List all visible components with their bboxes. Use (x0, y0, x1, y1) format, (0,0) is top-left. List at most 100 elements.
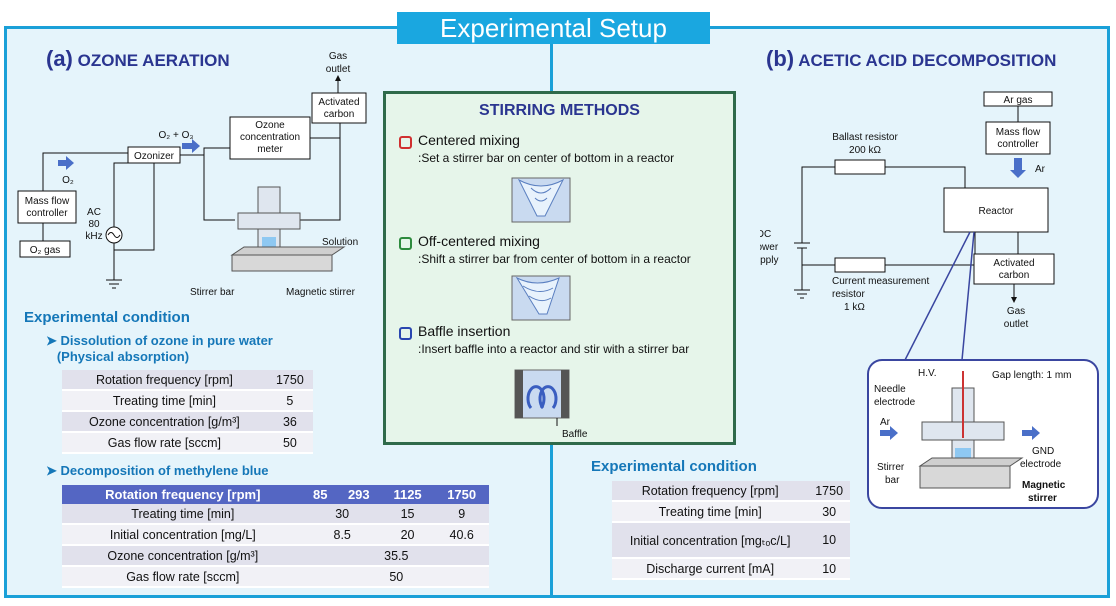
dc-label-2: Power (760, 242, 779, 253)
table-cell: 1750 (266, 370, 313, 391)
activated-carbon-box (311, 92, 367, 124)
panel-b-heading: (b) ACETIC ACID DECOMPOSITION (766, 46, 1056, 72)
table-row: Initial concentration [mg/L] 8.5 20 40.6 (62, 524, 489, 546)
table-cell: Rotation frequency [rpm] (62, 370, 267, 391)
solution-label: Solution (322, 237, 358, 248)
mass-flow-label-2: controller (26, 208, 68, 219)
ar-gas-label: Ar gas (1004, 95, 1033, 106)
methylene-blue-table: Rotation frequency [rpm] 85 293 1125 175… (62, 485, 489, 588)
table-cell: Gas flow rate [sccm] (62, 566, 304, 588)
table-cell: Treating time [min] (612, 501, 809, 523)
table-header-cell: 1125 (380, 485, 435, 504)
reactor-label: Reactor (978, 206, 1014, 217)
table-cell: 36 (266, 411, 313, 433)
table-cell: 10 (808, 522, 850, 559)
off-centered-vortex-icon (511, 275, 571, 321)
dissolution-subtitle: ➤ Dissolution of ozone in pure water (Ph… (46, 333, 273, 364)
activated-carbon-b-label-2: carbon (999, 270, 1030, 281)
o2-gas-box (19, 240, 71, 258)
panel-a-heading: (a) OZONE AERATION (46, 46, 230, 72)
off-centered-mixing-label: Off-centered mixing (418, 233, 540, 249)
table-cell: 30 (303, 504, 381, 525)
table-cell: Rotation frequency [rpm] (612, 481, 809, 502)
right-condition-title: Experimental condition (591, 458, 757, 475)
ballast-resistor (834, 159, 886, 175)
baffle-insertion-icon (399, 327, 412, 340)
mass-flow-box (17, 190, 77, 224)
ozone-meter-label-2: concentration (240, 132, 300, 143)
magnetic-stirrer-b-label-2: stirrer (1028, 493, 1057, 504)
off-centered-mixing-icon (399, 237, 412, 250)
mass-flow-label-1: Mass flow (25, 196, 70, 207)
table-row: Treating time [min] 30 15 9 (62, 504, 489, 525)
page-title: Experimental Setup (397, 12, 710, 44)
table-row: Initial concentration [mgₜₒᴄ/L]10 (612, 522, 850, 559)
stirrer-bar-b-label-2: bar (885, 475, 900, 486)
panel-a-tag: (a) (46, 46, 73, 71)
gnd-label-1: GND (1032, 446, 1054, 457)
panel-b-tag: (b) (766, 46, 795, 71)
ozone-aeration-diagram: Gas outlet Activated carbon O₂ + O₃ Ozon… (17, 51, 367, 298)
ac-label-2: 80 (88, 219, 100, 230)
ar-label: Ar (1035, 164, 1046, 175)
ac-label-1: AC (87, 207, 101, 218)
table-cell: 9 (434, 504, 489, 525)
panel-b-title: ACETIC ACID DECOMPOSITION (798, 51, 1057, 70)
baffle-vortex-icon (514, 369, 570, 426)
mass-flow-box-b (985, 121, 1051, 155)
ballast-label-2: 200 kΩ (849, 145, 881, 156)
dissolution-label-1: Dissolution of ozone in pure water (60, 333, 273, 348)
table-row: Rotation frequency [rpm]1750 (62, 370, 313, 391)
baffle-insertion-label: Baffle insertion (418, 323, 511, 339)
table-row: Discharge current [mA]10 (612, 558, 850, 580)
magnetic-stirrer-b-icon (919, 465, 1011, 489)
table-cell: Ozone concentration [g/m³] (62, 545, 304, 567)
table-cell: 40.6 (434, 524, 489, 546)
magnetic-stirrer-b-label-1: Magnetic (1022, 480, 1066, 491)
dc-label-1: DC (760, 229, 771, 240)
ozone-meter-label-1: Ozone (255, 120, 285, 131)
table-cell: Treating time [min] (62, 504, 304, 525)
hv-label: H.V. (918, 368, 937, 379)
table-header-cell: 293 (336, 485, 381, 504)
table-header-cell: Rotation frequency [rpm] (62, 485, 304, 504)
acetic-acid-diagram: Ar gas Mass flow controller Ar Ballast r… (760, 91, 1099, 509)
baffle-label: Baffle (562, 429, 588, 440)
table-cell: 15 (380, 504, 435, 525)
table-cell: 30 (808, 501, 850, 523)
current-resistor-label-2: resistor (832, 289, 865, 300)
table-cell: Ozone concentration [g/m³] (62, 411, 267, 433)
table-header-cell: 1750 (434, 485, 489, 504)
gas-outlet-label-2: outlet (326, 64, 351, 75)
activated-carbon-label-2: carbon (324, 109, 355, 120)
activated-carbon-box-b (973, 253, 1055, 285)
mass-flow-b-label-1: Mass flow (996, 127, 1041, 138)
o2-o3-label: O₂ + O₃ (159, 130, 194, 141)
gap-label: Gap length: 1 mm (992, 370, 1071, 381)
table-cell: Gas flow rate [sccm] (62, 432, 267, 454)
current-resistor-label-3: 1 kΩ (844, 302, 865, 313)
table-cell: 35.5 (303, 545, 489, 567)
table-cell: 50 (303, 566, 489, 588)
methylene-blue-label: Decomposition of methylene blue (60, 463, 269, 478)
stirring-methods-panel: STIRRING METHODS Centered mixing :Set a … (383, 91, 736, 445)
table-header-cell: 85 (303, 485, 337, 504)
o2-label: O₂ (62, 175, 74, 186)
off-centered-mixing-desc: :Shift a stirrer bar from center of bott… (418, 252, 691, 266)
table-row: Treating time [min]30 (612, 501, 850, 523)
ozone-dissolution-table: Rotation frequency [rpm]1750 Treating ti… (62, 370, 313, 454)
ozone-meter-label-3: meter (257, 144, 283, 155)
table-cell: 8.5 (303, 524, 381, 546)
activated-carbon-label-1: Activated (318, 97, 359, 108)
ozonizer-label: Ozonizer (134, 151, 175, 162)
reactor-box (943, 187, 1049, 233)
panel-a-title: OZONE AERATION (77, 51, 230, 70)
left-condition-title: Experimental condition (24, 309, 190, 326)
table-cell: 20 (380, 524, 435, 546)
table-row: Gas flow rate [sccm]50 (62, 432, 313, 454)
gnd-label-2: electrode (1020, 459, 1062, 470)
o2-gas-label: O₂ gas (30, 245, 61, 256)
ballast-label-1: Ballast resistor (832, 132, 898, 143)
table-cell: 5 (266, 390, 313, 412)
table-cell: Initial concentration [mgₜₒᴄ/L] (612, 522, 809, 559)
